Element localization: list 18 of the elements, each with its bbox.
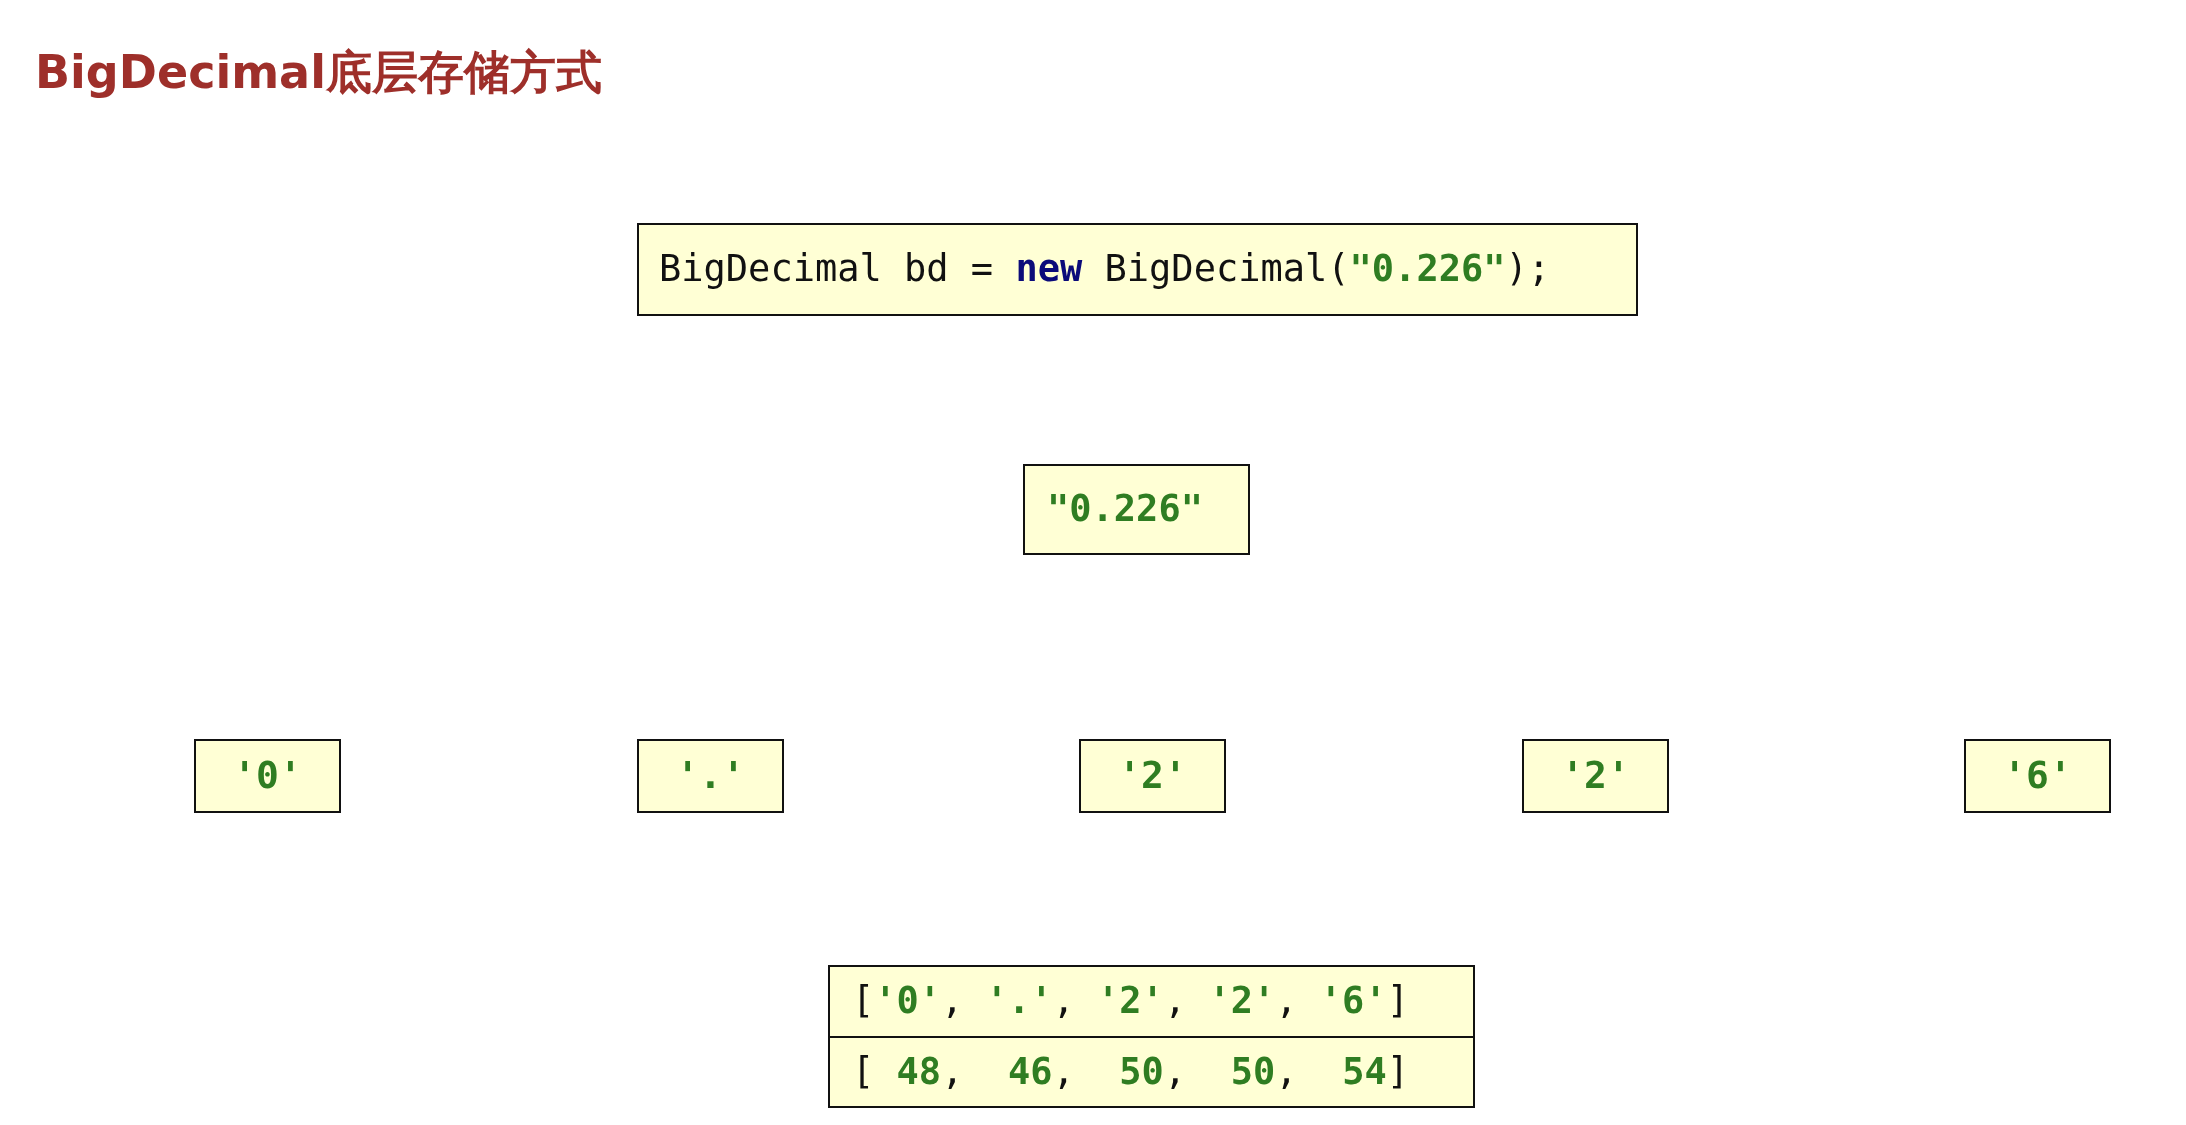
string-box: [1023, 464, 1250, 555]
char-box: [1079, 739, 1226, 813]
title: BigDecimal底层存储方式: [35, 44, 602, 101]
char-box: [194, 739, 341, 813]
char-text: '.': [676, 753, 745, 799]
char-box: [1522, 739, 1669, 813]
code-box: [637, 223, 1638, 316]
code-text: BigDecimal bd = new BigDecimal("0.226");: [659, 247, 1551, 292]
string-text: "0.226": [1047, 487, 1203, 532]
array-box: [828, 965, 1475, 1108]
array-text: ['0', '.', '2', '2', '6']: [852, 979, 1409, 1024]
char-text: '2': [1118, 753, 1187, 799]
char-box: [637, 739, 784, 813]
char-text: '0': [233, 753, 302, 799]
char-text: '6': [2003, 753, 2072, 799]
array-text: [ 48, 46, 50, 50, 54]: [852, 1049, 1409, 1094]
char-text: '2': [1561, 753, 1630, 799]
char-box: [1964, 739, 2111, 813]
